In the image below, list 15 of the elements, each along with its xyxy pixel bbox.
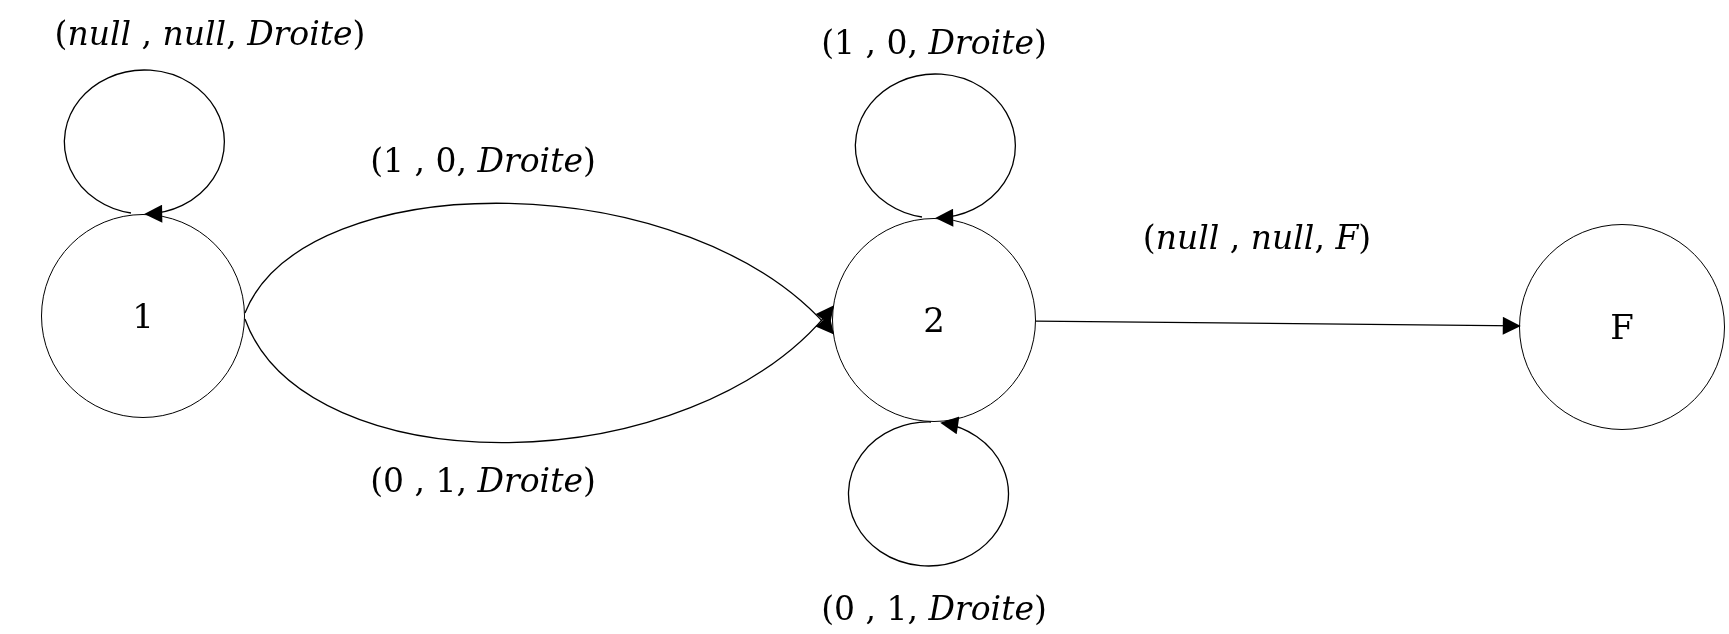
edge-label: (null , null, F) — [1142, 217, 1372, 257]
self-loop-arrow — [63, 69, 226, 222]
state-label: 2 — [923, 300, 945, 340]
state-label: F — [1610, 307, 1634, 347]
self-loop-arrow — [848, 417, 1010, 567]
edge-label: (null , null, Droite) — [54, 13, 366, 53]
arrow — [1035, 316, 1521, 335]
edge-label: (1 , 0, Droite) — [821, 22, 1047, 62]
edge-label: (1 , 0, Droite) — [370, 140, 596, 180]
arrow — [244, 305, 835, 444]
self-loop-arrow — [854, 73, 1017, 226]
arrow — [244, 202, 835, 335]
edge-label: (0 , 1, Droite) — [821, 588, 1047, 628]
edge-label: (0 , 1, Droite) — [370, 460, 596, 500]
state-label: 1 — [132, 296, 154, 336]
